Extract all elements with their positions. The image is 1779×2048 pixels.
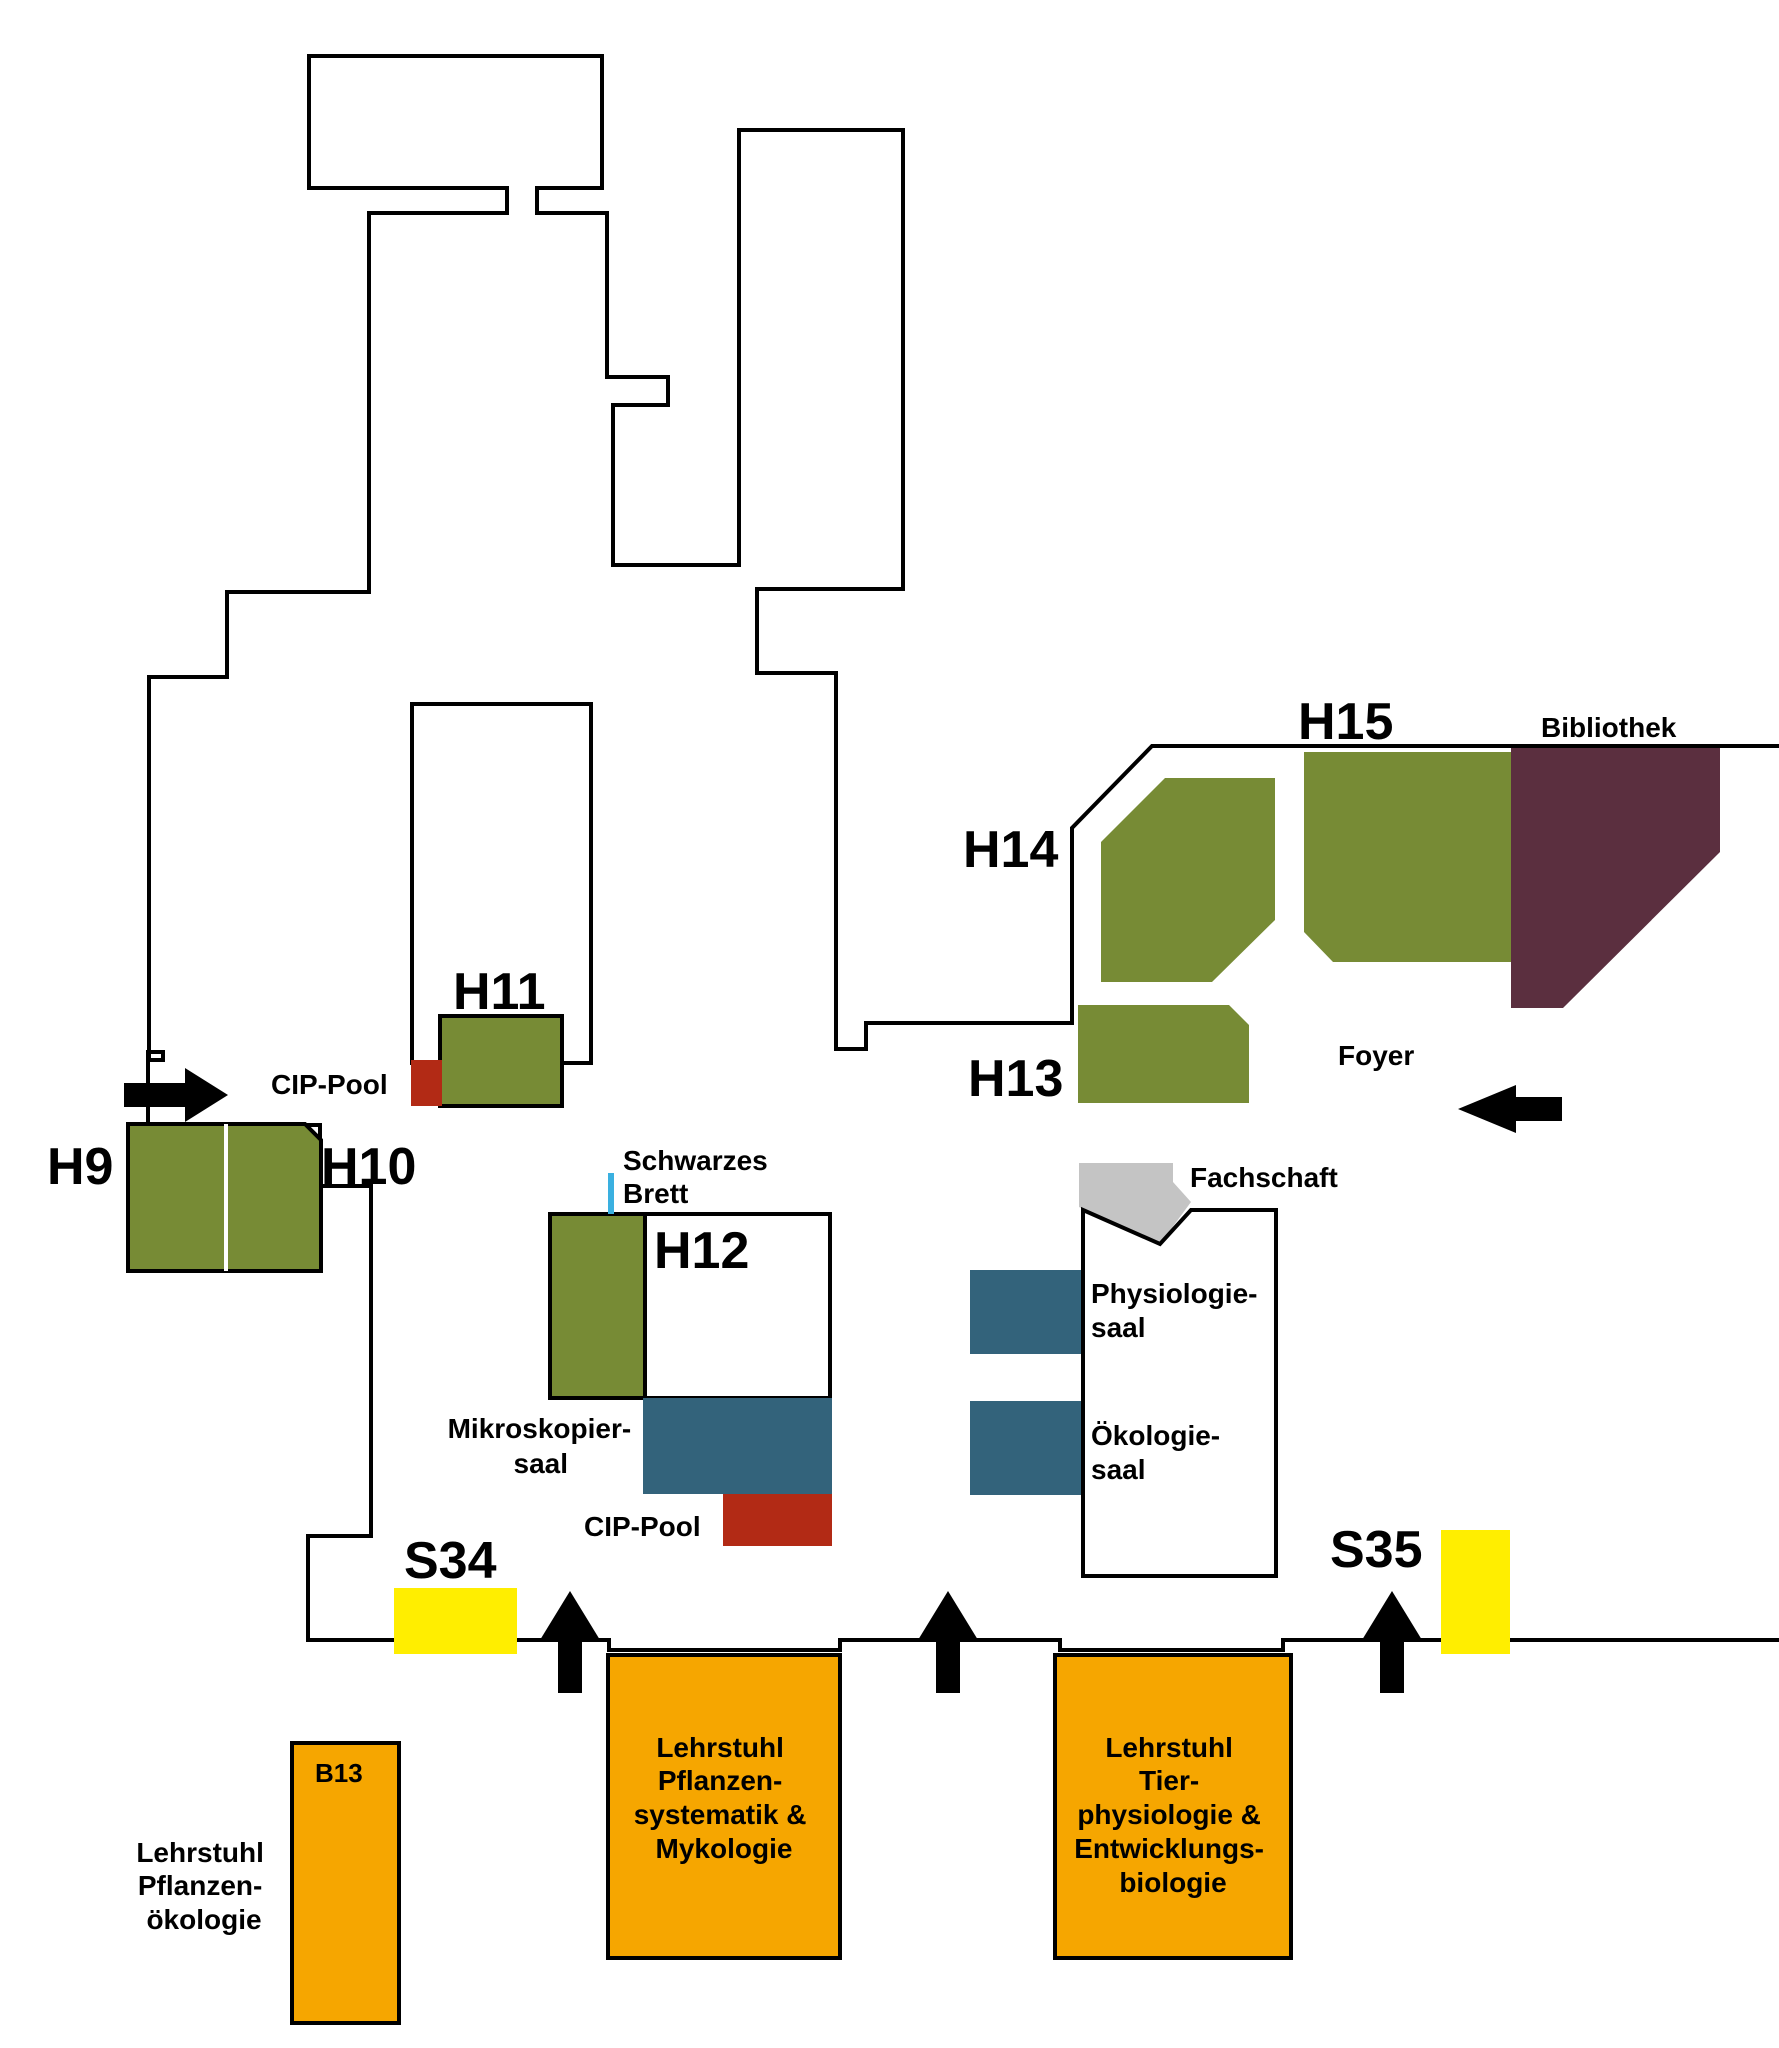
s34-label: S34 — [404, 1532, 497, 1590]
h14-label: H14 — [963, 821, 1058, 879]
physiologiesaal-room — [970, 1270, 1081, 1354]
lehrstuhl-pflanzensystematik-label: Lehrstuhl Pflanzen- systematik & Mykolog… — [634, 1732, 815, 1864]
h12-side-room — [548, 1212, 647, 1400]
cip-pool-upper-room — [411, 1060, 442, 1106]
h12-label: H12 — [654, 1222, 749, 1280]
b13-label: B13 — [315, 1758, 363, 1788]
oekologiesaal-label: Ökologie- saal — [1091, 1420, 1228, 1485]
h9-label: H9 — [47, 1138, 113, 1196]
s35-label: S35 — [1330, 1521, 1423, 1579]
h10-label: H10 — [321, 1138, 416, 1196]
h14-room — [1101, 778, 1275, 982]
lehrstuhl-pflanzenoekologie-label: Lehrstuhl Pflanzen- ökologie — [136, 1837, 271, 1935]
arrow-right-icon — [124, 1068, 228, 1122]
arrow-up-icon — [540, 1591, 600, 1693]
fachschaft-room — [1079, 1163, 1191, 1244]
lehrstuhl-pflanzensystematik-building — [606, 1653, 842, 1960]
s34-room — [394, 1588, 517, 1654]
h9-h10-hall — [126, 1122, 323, 1273]
cip-pool-upper-label: CIP-Pool — [271, 1069, 388, 1100]
bibliothek-room — [1511, 748, 1720, 1008]
cip-pool-lower-room — [723, 1494, 832, 1546]
arrow-left-icon — [1458, 1085, 1562, 1133]
physiologie-oekologie-block — [1081, 1206, 1278, 1578]
physiologiesaal-label: Physiologie- saal — [1091, 1278, 1265, 1343]
lehrstuhl-tierphysiologie-label: Lehrstuhl Tier- physiologie & Entwicklun… — [1074, 1732, 1272, 1898]
arrow-up-icon — [1362, 1591, 1422, 1693]
schwarzes-brett-label: Schwarzes Brett — [623, 1145, 776, 1209]
lehrstuhl-tierphysiologie-building — [1053, 1653, 1293, 1960]
h15-room — [1304, 752, 1511, 962]
fachschaft-label: Fachschaft — [1190, 1162, 1338, 1193]
s35-room — [1441, 1530, 1510, 1654]
h11-room — [438, 1014, 564, 1108]
b13-building — [290, 1741, 401, 2025]
mikroskopiersaal-label: Mikroskopier- saal — [448, 1413, 639, 1479]
h15-label: H15 — [1298, 693, 1393, 751]
h13-label: H13 — [968, 1050, 1063, 1108]
h13-room — [1078, 1005, 1249, 1103]
oekologiesaal-room — [970, 1401, 1081, 1495]
h12-room — [643, 1212, 832, 1400]
foyer-label: Foyer — [1338, 1040, 1414, 1071]
mikroskopiersaal-room — [643, 1398, 832, 1494]
bibliothek-label: Bibliothek — [1541, 712, 1677, 743]
cip-pool-lower-label: CIP-Pool — [584, 1511, 701, 1542]
arrow-up-icon — [918, 1591, 978, 1693]
h11-label: H11 — [453, 963, 546, 1021]
